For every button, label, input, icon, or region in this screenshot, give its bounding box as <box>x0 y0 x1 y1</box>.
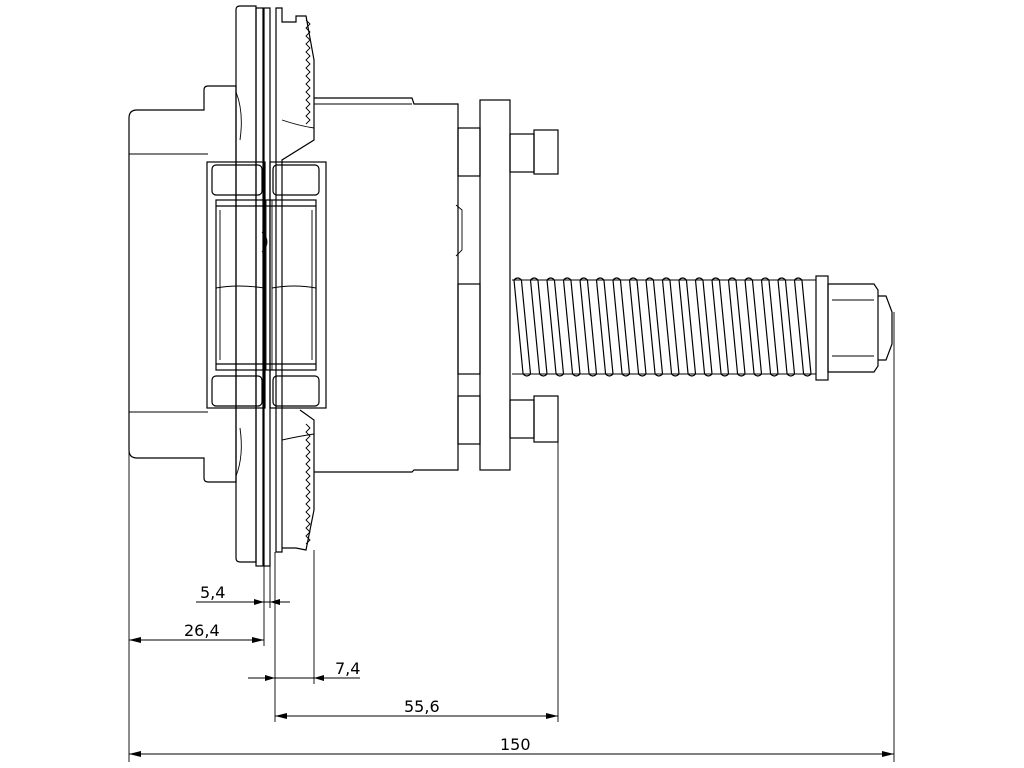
gearbox-body <box>314 97 463 473</box>
flange-left <box>235 5 257 563</box>
spring <box>512 277 816 377</box>
end-nut <box>827 283 893 373</box>
dim-label-5-4: 5,4 <box>200 583 225 602</box>
base-housing <box>128 85 237 483</box>
stud-upper <box>509 129 559 175</box>
flange-right-toothed <box>275 7 315 553</box>
spring-washer <box>815 275 829 381</box>
dim-label-26-4: 26,4 <box>184 621 220 640</box>
dim-label-7-4: 7,4 <box>335 659 360 678</box>
dim-label-150: 150 <box>500 735 531 754</box>
dimension-5-4: 5,4 <box>196 583 290 605</box>
stud-lower <box>509 395 559 443</box>
dimension-55-6: 55,6 <box>275 697 558 719</box>
dimension-7-4: 7,4 <box>248 659 360 681</box>
extension-lines <box>128 312 895 762</box>
dim-label-55-6: 55,6 <box>404 697 440 716</box>
bearing-assembly <box>206 161 327 409</box>
dimension-26-4: 26,4 <box>129 621 264 643</box>
dimension-150: 150 <box>129 735 894 757</box>
mounting-plate <box>457 99 511 471</box>
